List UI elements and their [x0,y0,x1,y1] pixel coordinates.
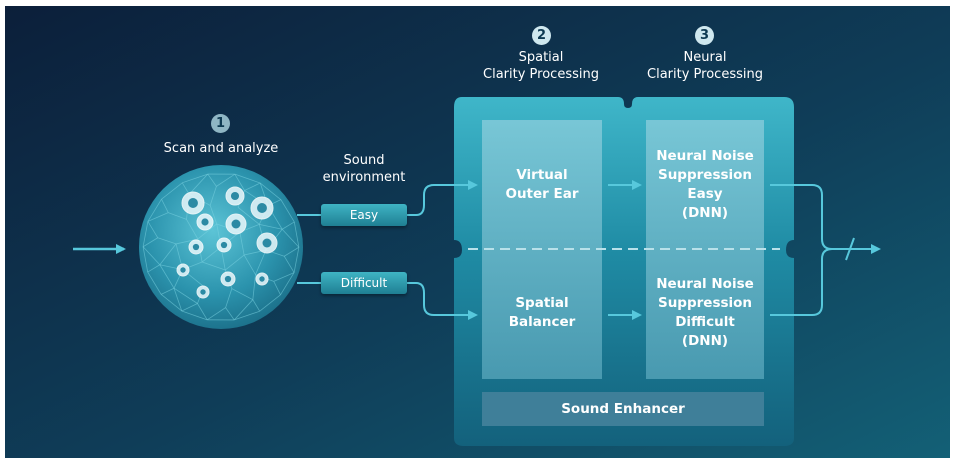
sphere-facet-edge [259,182,282,200]
sphere-facet-edge [142,246,161,266]
sphere-facet-edge [186,219,199,240]
step-1-badge: 1 [211,114,230,133]
easy-pill: Easy [321,204,407,226]
sound-source-icon-core [192,243,200,251]
sphere-facet-edge [206,307,226,321]
sphere-facet-edge [259,223,283,230]
output-path-difficult [770,248,833,316]
sphere-facet-edge [231,288,254,301]
output-path-easy [770,184,833,250]
sphere-facet-edge [161,182,183,200]
sphere-facet-edge [281,221,295,230]
sound-source-icon-core [180,267,186,273]
sphere-facet-edge [157,237,177,245]
sphere-facet-edge [273,281,281,295]
sound-enhancer-block [482,392,764,426]
sphere-facet-edge [142,221,149,247]
sphere-facet-edge [273,272,295,282]
sphere-facet-edge [284,246,300,257]
sphere-facet-edge [160,294,183,312]
sphere-facet-edge [252,299,261,312]
difficult-pill: Difficult [321,272,407,294]
sphere-facet-edge [225,307,235,321]
arrow-to-virtual-outer-ear [407,180,478,216]
sphere-facet-edge [147,212,169,222]
sphere-facet-edge [142,246,149,273]
sphere-facet-edge [225,288,233,308]
sound-source-icon-core [201,218,209,226]
sphere-facet-edge [234,310,260,321]
sphere-facet-edge [252,274,256,300]
sphere-facet-edge [147,271,162,295]
arrow-to-spatial-balancer [407,282,478,320]
sound-source-icon-core [224,275,232,283]
nns-difficult-label: Neural Noise Suppression Difficult (DNN) [656,276,754,349]
sound-environment-label: Sound environment [322,153,406,185]
sphere-facet-edge [182,173,208,184]
sphere-facet-edge [239,231,245,256]
sphere-facet-edge [168,212,187,220]
virtual-outer-ear-label: Virtual Outer Ear [505,167,579,202]
sphere-facet-edge [161,199,169,213]
sphere-facet-edge [173,288,183,312]
sphere-facet-edge [147,264,161,273]
sphere-facet-edge [244,182,261,191]
sphere-facet-edge [280,199,295,223]
sound-source-icon-core [231,219,241,229]
step-3-badge: 3 [695,26,714,45]
output-slash [845,237,855,261]
sphere-facet-edge [293,221,300,248]
sphere-facet-edge [201,246,222,263]
sphere-facet-edge [197,223,217,240]
sphere-facet-edge [259,294,281,312]
sound-source-icon-core [262,238,272,248]
sphere-facet-edge [225,254,245,271]
sphere-facet-edge [281,228,300,248]
sphere-facet-edge [202,261,226,271]
sphere-facet-edge [181,310,208,321]
sound-source-icon-core [257,203,267,213]
sphere-facet-edge [216,173,236,187]
sphere-facet-edge [197,303,208,321]
sound-source-icon-core [188,198,198,208]
sphere-facet-edge [142,237,158,248]
sphere-facet-edge [209,186,217,206]
sphere-facet-edge [234,173,261,184]
sound-source-icon-core [200,289,206,295]
sphere-facet-edge [147,199,162,222]
step-1-label: Scan and analyze [163,141,279,156]
sound-source-icon-core [259,276,265,282]
sphere-facet-edge [293,247,300,273]
spatial-balancer-label: Spatial Balancer [508,295,576,330]
sphere-facet-edge [233,299,254,321]
sphere-facet-edge [173,287,198,304]
sphere-facet-edge [207,173,217,187]
sphere-facet-edge [243,254,256,275]
sphere-facet-edge [209,205,218,225]
step-2-label: Spatial Clarity Processing [483,50,599,82]
sphere-facet-edge [159,243,177,265]
step-3-label: Neural Clarity Processing [647,50,763,82]
sound-enhancer-label: Sound Enhancer [561,401,685,417]
sphere-facet-edge [159,264,175,289]
sphere-facet-edge [181,303,198,312]
sphere-facet-edge [255,249,267,275]
sphere-facet-edge [147,221,159,238]
sphere-facet-edge [188,173,209,195]
step-2-badge: 2 [532,26,551,45]
sphere-facet-edge [280,272,295,295]
scan-sphere [139,165,303,329]
sphere-facet-edge [237,206,260,225]
nns-easy-label: Neural Noise Suppression Easy (DNN) [656,148,754,221]
sphere-facet-edge [181,182,190,195]
sound-source-icon-core [220,241,228,249]
sound-source-icon-core [230,191,240,201]
sphere-facet-edge [283,256,295,273]
sphere-facet-edge [160,287,175,295]
sphere-facet-edge [234,173,245,191]
